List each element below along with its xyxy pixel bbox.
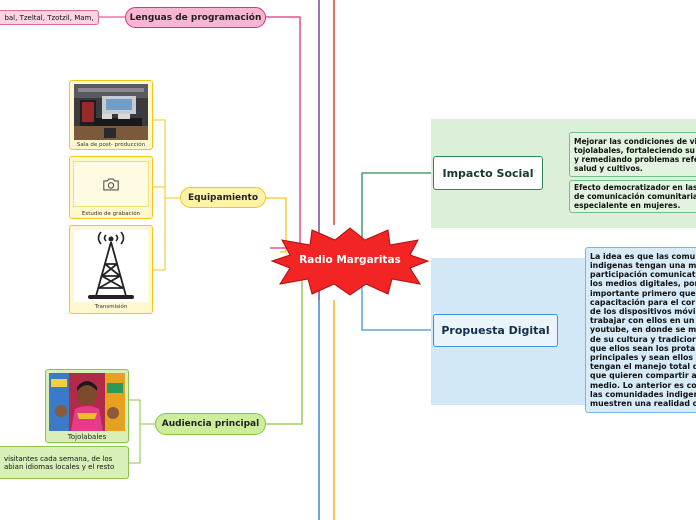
impacto-item-1-line3: y remediando problemas refe [574,154,696,164]
propuesta-label: Propuesta Digital [441,324,550,337]
central-burst[interactable] [270,226,430,296]
propuesta-detail-line: de los dispositivos móvi [590,307,696,317]
propuesta-detail-line: participación comunicat [590,270,696,280]
impacto-item-2-line3: especialente en mujeres. [574,201,681,210]
equipamiento-node[interactable]: Equipamiento [180,187,266,208]
propuesta-detail-line: los medios digitales, por [590,279,696,289]
estudio-image-placeholder [73,161,149,207]
audiencia-detail-box[interactable]: visitantes cada semana, de los abian idi… [0,446,129,479]
propuesta-detail-line: muestren una realidad c [590,398,696,408]
impacto-item-1-line1: Mejorar las condiciones de vi [574,136,696,146]
propuesta-detail-line: que ellos sean los prota [590,343,696,353]
audiencia-detail-line1: visitantes cada semana, de los [4,454,113,463]
tojolabales-photo-image [49,373,125,431]
estudio-caption: Estudio de grabación [81,211,141,217]
audiencia-detail-line2: abian idiomas locales y el resto [4,462,115,471]
audiencia-image-box[interactable]: Tojolabales [45,369,129,443]
transmision-caption: Transmisión [94,304,128,310]
propuesta-detail-line: que quieren compartir a [590,371,696,381]
impacto-item-2-line2: de comunicación comunitaria [574,192,696,201]
audiencia-items-lines [129,399,155,464]
lenguas-branch-line [266,16,301,249]
propuesta-detail-line: las comunidades indiger [590,389,696,399]
propuesta-detail-line: de su cultura y tradicior [590,334,696,344]
propuesta-detail-line: tengan el manejo total d [590,362,696,372]
propuesta-detail-line: medio. Lo anterior es co [590,380,696,390]
camera-icon [103,178,119,190]
impacto-item-1[interactable]: Mejorar las condiciones de vi tojolabale… [569,132,696,177]
audiencia-label: Audiencia principal [161,419,260,429]
impacto-node[interactable]: Impacto Social [433,156,543,190]
equipamiento-item-sala[interactable]: Sala de post- producción [69,80,153,150]
tojolabales-caption: Tojolabales [67,433,107,441]
sala-caption: Sala de post- producción [76,142,146,148]
impacto-label: Impacto Social [442,166,534,180]
studio-photo-image [74,84,148,140]
impacto-item-2[interactable]: Efecto democratizador en las de comunica… [569,180,696,213]
radio-tower-icon [74,230,148,302]
impacto-item-1-line2: tojolabales, fortaleciendo su [574,145,695,155]
propuesta-detail-line: indigenas tengan una m [590,261,696,271]
equipamiento-label: Equipamiento [187,192,259,203]
impacto-branch-line [361,172,433,240]
equipamiento-items-lines [153,119,180,271]
central-label: Radio Margaritas [299,254,401,266]
propuesta-node[interactable]: Propuesta Digital [433,314,558,347]
propuesta-detail-line: La idea es que las comu [590,251,696,261]
impacto-item-1-line4: salud y cultivos. [574,163,643,173]
propuesta-detail-line: trabajar con ellos en un [590,316,695,326]
propuesta-detail-line: principales y sean ellos [590,352,693,362]
equipamiento-branch-line [266,197,287,253]
audiencia-node[interactable]: Audiencia principal [155,413,266,435]
propuesta-detail-line: youtube, en donde se m [590,325,696,335]
lenguas-detail-box[interactable]: bal, Tzeltal, Tzotzil, Mam, [0,10,99,25]
lenguas-detail-text: bal, Tzeltal, Tzotzil, Mam, [4,13,94,22]
lenguas-label: Lenguas de programación [129,12,262,23]
propuesta-detail-line: capacitación para el cor [590,297,696,307]
lenguas-node[interactable]: Lenguas de programación [125,7,266,28]
propuesta-detail-line: importante primero que [590,288,696,298]
equipamiento-item-transmision[interactable]: Transmisión [69,225,153,314]
equipamiento-item-estudio[interactable]: Estudio de grabación [69,156,153,219]
impacto-item-2-line1: Efecto democratizador en las [574,183,696,192]
